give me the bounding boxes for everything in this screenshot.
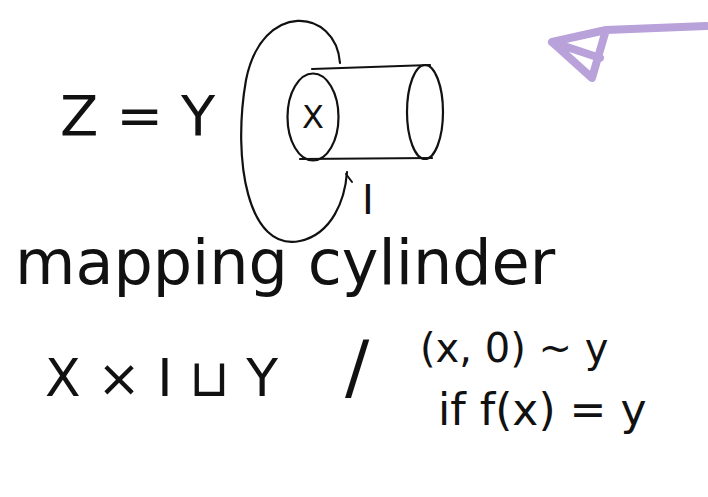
tick-mark — [346, 174, 352, 182]
ellipse-shape — [288, 74, 339, 161]
equation-text: Z = Y — [60, 88, 215, 144]
cylinder-top-edge — [312, 65, 430, 69]
interval-label: I — [362, 180, 374, 220]
condition-text: if f(x) = y — [438, 388, 646, 432]
heading-text: mapping cylinder — [15, 232, 555, 294]
base-ellipse: X — [286, 72, 340, 162]
space-y-outline — [241, 21, 347, 242]
purple-scribble — [552, 26, 706, 78]
node-text: X — [302, 101, 324, 133]
quotient-slash: / — [345, 330, 369, 402]
cylinder-end — [407, 65, 443, 159]
relation-text: (x, 0) ~ y — [420, 328, 608, 368]
formula-text: X × I ⊔ Y — [45, 352, 278, 404]
